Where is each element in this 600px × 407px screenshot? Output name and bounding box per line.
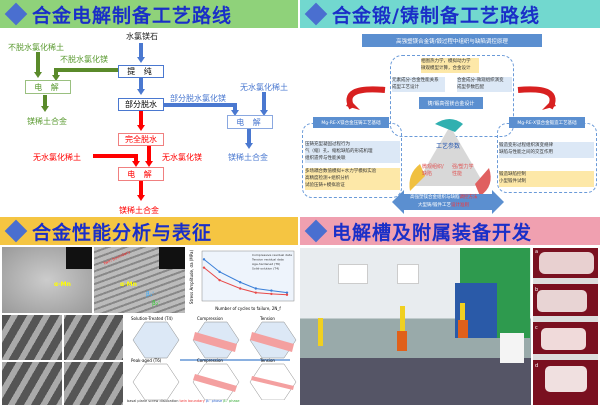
red-electrolysis-step: 电 解 xyxy=(118,167,164,181)
data-point xyxy=(239,287,242,290)
data-point xyxy=(202,258,206,261)
data-point xyxy=(270,289,273,292)
blue-re-label: 无水氯化稀土 xyxy=(240,83,288,92)
plot-area xyxy=(201,250,295,302)
legend-entry: Tension residual data xyxy=(251,258,284,262)
section-header-equipment: 电解槽及附属装备开发 xyxy=(300,217,600,245)
section-header-electrolysis: 合金电解制备工艺路线 xyxy=(0,0,298,28)
section-header-forging: 合金锻/铸制备工艺路线 xyxy=(300,0,600,28)
green-mg-label: 不脱水氯化镁 xyxy=(60,55,108,64)
green-product-label: 镁稀土合金 xyxy=(27,117,67,126)
diamond-icon xyxy=(4,2,28,26)
electrolysis-flowchart: 水氯镁石 提 纯 不脱水氯化稀土 不脱水氯化镁 电 解 镁稀土合金 部分脱水 部… xyxy=(0,28,298,216)
data-point xyxy=(239,281,242,284)
section-header-properties: 合金性能分析与表征 xyxy=(0,217,298,245)
triangle-cycle-diagram xyxy=(409,119,491,196)
data-point xyxy=(285,291,289,294)
tem-image-grid xyxy=(2,315,123,405)
series-line-T6 xyxy=(203,258,288,294)
electrolysis-cell-photo xyxy=(300,248,531,405)
red-product-label: 镁稀土合金 xyxy=(119,206,159,215)
casting-box: Mg-RE-X镁合金压铸工艺基础 xyxy=(313,117,389,128)
double-arrow-icon xyxy=(392,190,504,214)
data-point xyxy=(218,270,221,274)
forging-diagram: 高强塑镁合金铸/锻过程中组织与缺陷调控原理 相图热力学，模拟动力学微观模型计算，… xyxy=(300,28,600,214)
principle-box: 高强塑镁合金铸/锻过程中组织与缺陷调控原理 xyxy=(362,34,542,47)
diamond-icon xyxy=(304,219,328,243)
x-axis-label: Number of cycles to failure, 2N_f xyxy=(215,306,281,311)
diamond-icon xyxy=(304,2,328,26)
partial-dehydration-step: 部分脱水 xyxy=(118,98,164,111)
data-point xyxy=(254,291,257,294)
red-re-label: 无水氯化稀土 xyxy=(33,153,81,162)
tem-image-1: α-Mn xyxy=(2,247,92,313)
data-point xyxy=(270,292,273,296)
legend-entry: Solid-solution (T4) xyxy=(252,267,279,271)
section-title: 电解槽及附属装备开发 xyxy=(332,221,533,244)
blue-electrolysis-step: 电 解 xyxy=(227,115,273,129)
data-point xyxy=(254,287,257,290)
complete-dehydration-step: 完全脱水 xyxy=(118,133,164,146)
blue-product-label: 镁稀土合金 xyxy=(228,153,268,162)
y-axis-label: Stress Amplitude, σa (MPa) xyxy=(189,250,194,305)
section-title: 合金电解制备工艺路线 xyxy=(32,4,233,27)
green-electrolysis-step: 电 解 xyxy=(25,80,71,94)
data-point xyxy=(218,278,221,282)
green-re-label: 不脱水氯化稀土 xyxy=(8,43,64,52)
cycle-arrows-icon xyxy=(346,86,556,110)
red-mg-label: 无水氯化镁 xyxy=(162,153,202,162)
purify-step: 提 纯 xyxy=(118,65,164,78)
blue-mg-label: 部分脱水氯化镁 xyxy=(170,94,226,103)
raw-material-label: 水氯镁石 xyxy=(126,32,158,41)
legend-entry: Compressive residual data xyxy=(252,253,292,257)
data-point xyxy=(202,266,206,269)
forging-box: Mg-RE-X镁合金锻造工艺基础 xyxy=(509,117,585,128)
series-line-T4 xyxy=(203,267,288,296)
sn-fatigue-chart: Number of cycles to failure, 2N_f Stress … xyxy=(188,247,298,313)
diamond-icon xyxy=(4,219,28,243)
legend-entry: Age-hardened (T6) xyxy=(252,262,280,266)
data-point xyxy=(285,293,289,296)
section-title: 合金锻/铸制备工艺路线 xyxy=(332,4,540,27)
section-title: 合金性能分析与表征 xyxy=(32,221,213,244)
design-box: 铸/锻高强镁合金设计 xyxy=(419,97,483,109)
